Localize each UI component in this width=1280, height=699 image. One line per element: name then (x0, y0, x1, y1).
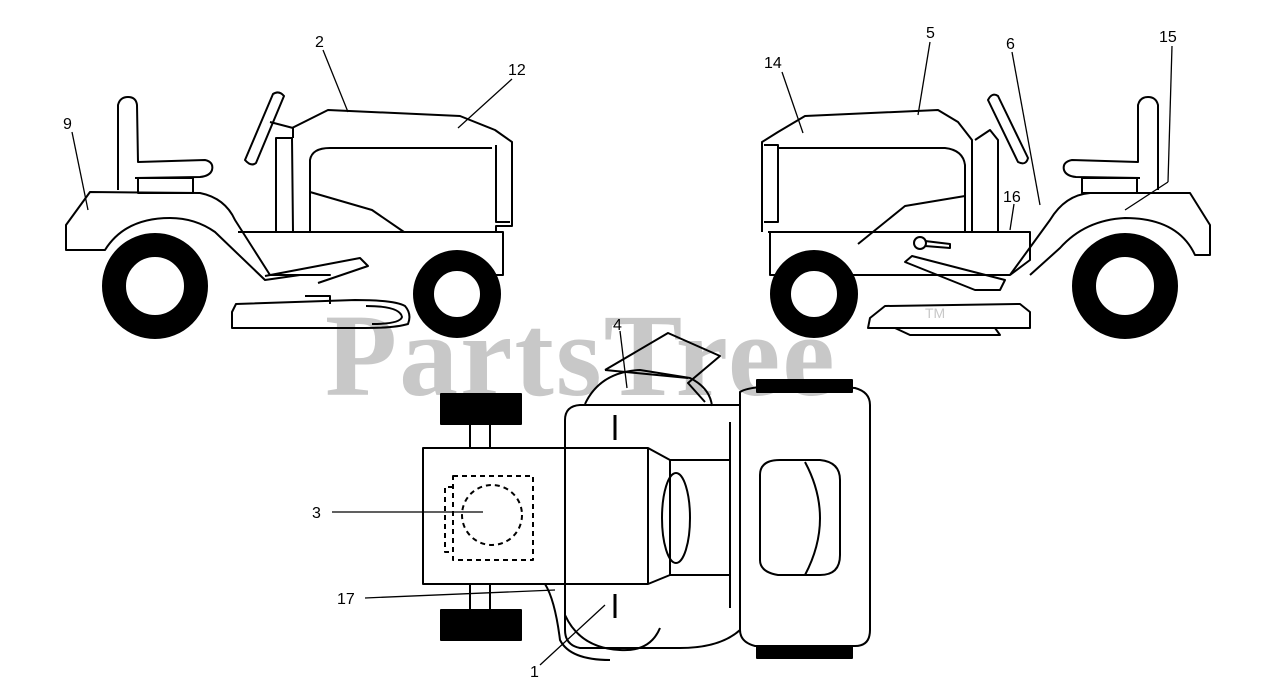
right-side-view (761, 93, 1211, 339)
deck-right (867, 303, 1031, 329)
callout-6: 6 (1006, 36, 1015, 53)
left-side-view (65, 91, 513, 339)
steering-wheel-left (244, 91, 285, 166)
seat-right (1062, 96, 1159, 190)
deck-left (231, 299, 411, 329)
engine-circle (461, 484, 523, 546)
lever-knob-right (913, 236, 927, 250)
hood-right (761, 109, 973, 232)
body-top (564, 404, 741, 649)
steering-wheel-right (987, 93, 1029, 165)
hood-top (422, 447, 671, 585)
steering-wheel-top (661, 472, 691, 564)
seat-base-right (1081, 177, 1138, 194)
callout-1: 1 (530, 664, 539, 681)
front-wheel-top-upper (440, 393, 522, 425)
callout-4: 4 (613, 317, 622, 334)
deck-pipe-right (894, 327, 1001, 336)
engine-outline (452, 475, 534, 561)
watermark-trademark: TM (925, 305, 945, 321)
hood-left (291, 109, 513, 233)
top-view (422, 332, 871, 661)
seat-base-left (137, 177, 194, 194)
deck-top-lower (564, 614, 661, 652)
callout-5: 5 (926, 25, 935, 42)
grille-right (764, 144, 779, 223)
footrest-right (904, 255, 1006, 291)
watermark-text: PartsTree (325, 290, 837, 421)
grille-left (495, 145, 510, 223)
seat-left (117, 96, 214, 190)
hood-side-right (778, 147, 966, 232)
lever-right (924, 240, 951, 249)
seat-top (759, 459, 841, 576)
watermark: PartsTree TM (325, 290, 945, 421)
rear-fender-left (65, 191, 331, 281)
deck-top-upper (584, 369, 713, 407)
side-panel-left (309, 191, 405, 233)
deck-link-left (305, 295, 331, 304)
steering-column-left (269, 121, 294, 138)
dash-right (974, 129, 999, 232)
callout-15: 15 (1159, 29, 1177, 46)
callout-9: 9 (63, 116, 72, 133)
rear-wheel-top-lower (756, 645, 853, 659)
hood-side-left (309, 147, 492, 232)
callout-3: 3 (312, 505, 321, 522)
callout-12: 12 (508, 62, 526, 79)
front-wheel-top-lower (440, 609, 522, 641)
callout-labels: 2 12 9 14 5 6 15 16 4 3 17 1 (63, 25, 1177, 681)
callout-2: 2 (315, 34, 324, 51)
callout-17: 17 (337, 591, 355, 608)
deck-pipe-left (365, 305, 403, 325)
callout-14: 14 (764, 55, 782, 72)
discharge-chute (604, 332, 721, 403)
callout-16: 16 (1003, 189, 1021, 206)
rear-fender-right (1009, 192, 1211, 276)
dash-left (275, 137, 294, 233)
side-panel-right (857, 195, 966, 245)
belt-guard (544, 583, 611, 661)
leader-lines (71, 41, 1173, 666)
footrest-left (264, 257, 369, 284)
steering-top (669, 459, 731, 576)
rear-wheel-top-upper (756, 379, 853, 393)
